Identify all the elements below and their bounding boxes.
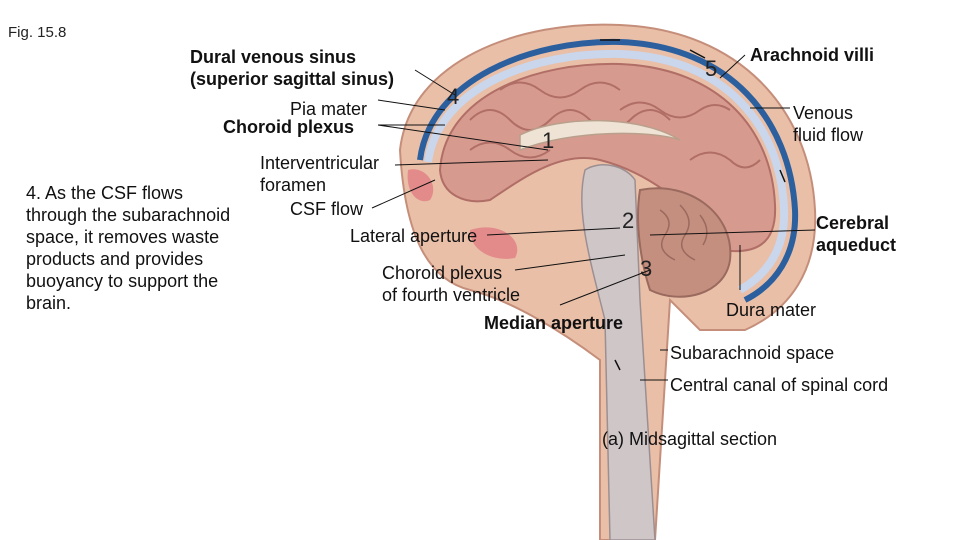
label-arachnoid-villi: Arachnoid villi bbox=[750, 45, 875, 65]
step-number-5: 5 bbox=[705, 56, 718, 81]
step-number-1: 1 bbox=[542, 128, 555, 153]
label-dural-venous-sinus: Dural venous sinus (superior sagittal si… bbox=[190, 47, 395, 89]
csf-layer bbox=[424, 49, 789, 294]
label-median-aperture: Median aperture bbox=[484, 313, 624, 333]
label-subarachnoid-space: Subarachnoid space bbox=[670, 343, 835, 363]
brain-folds bbox=[469, 81, 761, 169]
label-interventricular-foramen: Interventricular foramen bbox=[260, 153, 380, 195]
label-choroid-plexus-fourth: Choroid plexus of fourth ventricle bbox=[382, 263, 521, 305]
dura-layer bbox=[417, 38, 799, 303]
label-dura-mater: Dura mater bbox=[726, 300, 817, 320]
cerebellum bbox=[637, 187, 732, 298]
step-number-4: 4 bbox=[447, 84, 460, 109]
nasal-cavity bbox=[407, 169, 434, 202]
label-lateral-aperture: Lateral aperture bbox=[350, 226, 478, 246]
corpus-callosum bbox=[519, 119, 681, 152]
label-cerebral-aqueduct: Cerebral aqueduct bbox=[816, 213, 897, 255]
oral-cavity bbox=[470, 227, 518, 259]
figure-label: Fig. 15.8 bbox=[8, 24, 67, 41]
step-number-3: 3 bbox=[640, 256, 653, 281]
step-number-2: 2 bbox=[622, 208, 635, 233]
label-pia-mater: Pia mater bbox=[290, 99, 368, 119]
label-choroid-plexus: Choroid plexus bbox=[223, 117, 355, 137]
label-csf-flow: CSF flow bbox=[290, 199, 364, 219]
label-venous-fluid-flow: Venous fluid flow bbox=[793, 103, 864, 145]
label-central-canal: Central canal of spinal cord bbox=[670, 375, 889, 395]
figure-caption: (a) Midsagittal section bbox=[602, 429, 778, 449]
description-text: 4. As the CSF flows through the subarach… bbox=[26, 183, 231, 313]
